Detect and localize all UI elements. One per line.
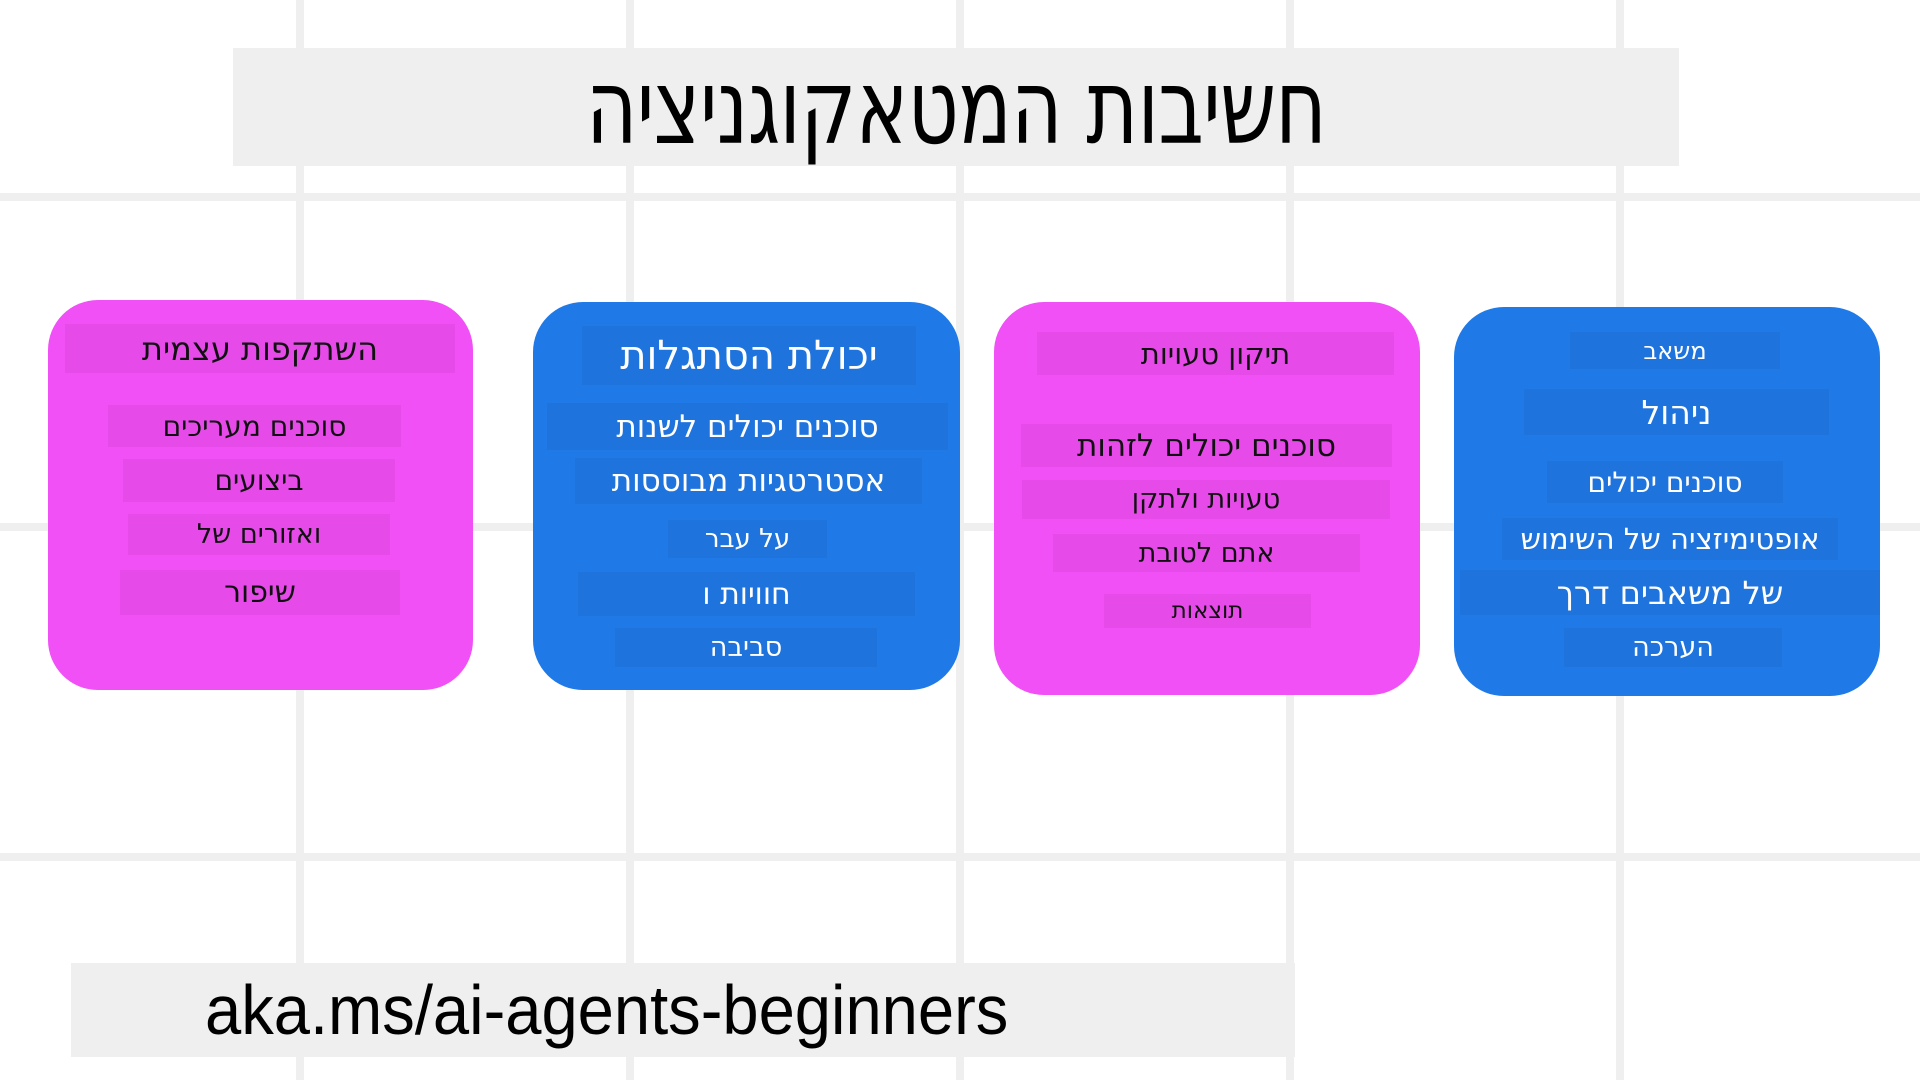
card-heading: יכולת הסתגלות xyxy=(582,326,916,385)
card-heading: השתקפות עצמית xyxy=(65,324,455,373)
card-line: ביצועים xyxy=(123,459,395,502)
card-line: שיפור xyxy=(120,570,400,615)
grid-line-horizontal xyxy=(0,523,1920,531)
title-banner: חשיבות המטאקוגניציה xyxy=(233,48,1679,166)
course-link[interactable]: aka.ms/ai-agents-beginners xyxy=(205,971,1009,1049)
footer-banner: aka.ms/ai-agents-beginners xyxy=(71,963,1295,1057)
grid-line-vertical xyxy=(956,0,964,1080)
grid-line-horizontal xyxy=(0,853,1920,861)
card-line: אתם לטובת xyxy=(1053,534,1360,572)
card-line: סביבה xyxy=(615,628,877,667)
card-heading: משאב xyxy=(1570,332,1780,369)
card-error-correction: תיקון טעויות סוכנים יכולים לזהות טעויות … xyxy=(994,302,1420,695)
card-line: סוכנים יכולים xyxy=(1547,461,1783,503)
card-line: סוכנים יכולים לזהות xyxy=(1021,424,1392,467)
page-title: חשיבות המטאקוגניציה xyxy=(585,46,1327,168)
card-line: ואזורים של xyxy=(128,514,390,555)
card-line: תוצאות xyxy=(1104,594,1311,628)
card-line: אופטימיזציה של השימוש xyxy=(1502,518,1838,560)
card-line: טעויות ולתקן xyxy=(1022,480,1390,519)
card-line: הערכה xyxy=(1564,628,1782,667)
card-line: סוכנים מעריכים xyxy=(108,405,401,447)
card-line: חוויות ו xyxy=(578,572,915,616)
card-line: אסטרטגיות מבוססות xyxy=(575,458,922,504)
card-resource-management: משאב ניהול סוכנים יכולים אופטימיזציה של … xyxy=(1454,307,1880,696)
grid-line-horizontal xyxy=(0,193,1920,201)
card-self-reflection: השתקפות עצמית סוכנים מעריכים ביצועים ואז… xyxy=(48,300,473,690)
card-line: של משאבים דרך xyxy=(1460,570,1880,615)
card-adaptability: יכולת הסתגלות סוכנים יכולים לשנות אסטרטג… xyxy=(533,302,960,690)
card-heading: תיקון טעויות xyxy=(1037,332,1394,375)
card-line: ניהול xyxy=(1524,389,1829,435)
card-line: סוכנים יכולים לשנות xyxy=(547,403,948,450)
card-line: על עבר xyxy=(668,520,827,558)
